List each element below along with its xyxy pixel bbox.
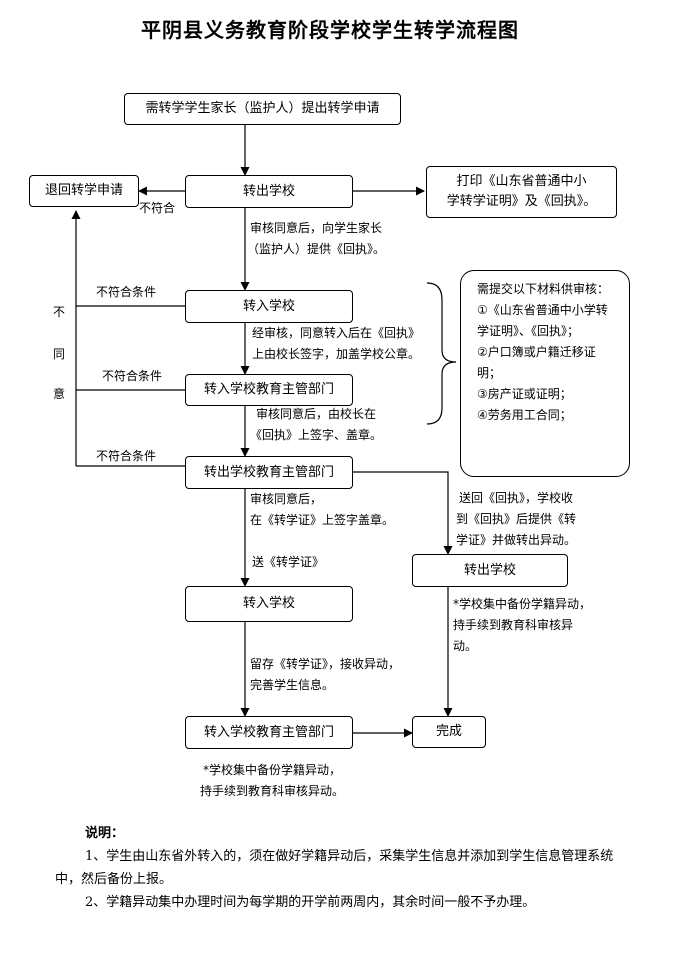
node-start-application: 需转学学生家长（监护人）提出转学申请	[124, 93, 401, 125]
edge-out-dept-to-out-school-2	[353, 471, 453, 555]
label-not-meet-cond-2: 不符合条件	[102, 369, 163, 383]
label-step-keep-certificate: 留存《转学证》，接收异动， 完善学生信息。	[250, 657, 401, 692]
materials-list-box: 需提交以下材料供审核： ①《山东省普通中小学转学证明》、《回执》； ②户口簿或户…	[460, 270, 630, 477]
node-out-school-2: 转出学校	[412, 554, 568, 587]
materials-item: ④劳务用工合同；	[477, 408, 572, 422]
label-step-out-school-approve: 审核同意后，向学生家长 （监护人）提供《回执》。	[247, 221, 386, 256]
materials-title: 需提交以下材料供审核：	[477, 282, 610, 296]
label-step-return-receipt: 送回《回执》，学校收 到《回执》后提供《转 学证》并做转出异动。	[456, 491, 577, 547]
label-step-out-backup: *学校集中备份学籍异动， 持手续到教育科审核异 动。	[453, 597, 592, 653]
node-in-school-dept-2: 转入学校教育主管部门	[185, 716, 353, 749]
label-disagree-char: 不	[53, 305, 66, 319]
notes-section: 说明： 1、学生由山东省外转入的，须在做好学籍异动后，采集学生信息并添加到学生信…	[55, 822, 635, 914]
label-disagree-char: 同	[53, 347, 66, 361]
label-step-in-backup: *学校集中备份学籍异动， 持手续到教育科审核异动。	[200, 763, 345, 798]
materials-item: ①《山东省普通中小学转学证明》、《回执》；	[477, 303, 608, 338]
label-not-meet-cond-1: 不符合条件	[96, 285, 157, 299]
node-in-school-dept: 转入学校教育主管部门	[185, 374, 353, 406]
node-out-school-dept: 转出学校教育主管部门	[185, 456, 353, 489]
node-done: 完成	[412, 716, 486, 748]
materials-item: ③房产证或证明；	[477, 387, 572, 401]
node-out-school: 转出学校	[185, 175, 353, 208]
label-step-in-dept-approve: 审核同意后，由校长在 《回执》上签字、盖章。	[250, 407, 383, 442]
label-step-send-certificate: 送《转学证》	[252, 555, 325, 569]
label-step-out-dept-approve: 审核同意后， 在《转学证》上签字盖章。	[250, 492, 395, 527]
diagram-title: 平阴县义务教育阶段学校学生转学流程图	[141, 18, 519, 42]
notes-heading: 说明：	[85, 826, 125, 841]
notes-item: 1、学生由山东省外转入的，须在做好学籍异动后，采集学生信息并添加到学生信息管理系…	[55, 849, 614, 887]
node-print-certificate: 打印《山东省普通中小 学转学证明》及《回执》。	[426, 166, 617, 218]
notes-item: 2、学籍异动集中办理时间为每学期的开学前两周内，其余时间一般不予办理。	[85, 895, 536, 910]
label-not-meet-cond-3: 不符合条件	[96, 449, 157, 463]
node-in-school-2: 转入学校	[185, 586, 353, 622]
label-not-meet: 不符合	[139, 201, 176, 215]
label-disagree-char: 意	[53, 387, 66, 401]
materials-brace	[426, 282, 457, 425]
materials-item: ②户口簿或户籍迁移证明；	[477, 345, 596, 380]
label-step-in-school-approve: 经审核，同意转入后在《回执》 上由校长签字，加盖学校公章。	[252, 326, 421, 361]
node-in-school: 转入学校	[185, 290, 353, 323]
node-reject-application: 退回转学申请	[29, 175, 139, 207]
